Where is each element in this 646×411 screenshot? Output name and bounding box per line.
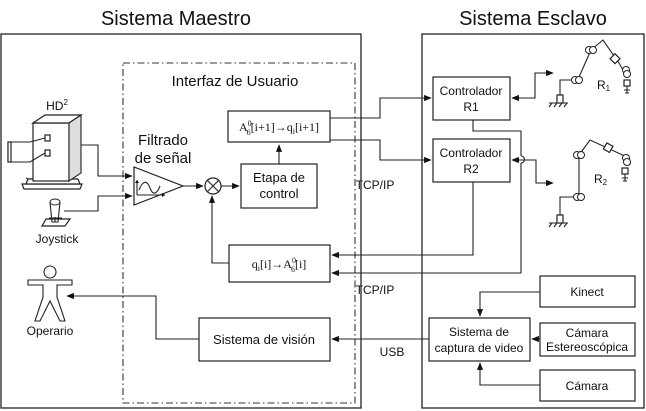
stereo-camera-line1: Cámara xyxy=(566,326,609,340)
video-capture-block xyxy=(428,317,531,362)
kinect-to-capture-arrow xyxy=(476,291,540,317)
filter-label-line1: Filtrado xyxy=(138,132,188,149)
controller-r1-line2: R1 xyxy=(463,100,479,114)
haptic-to-filter-arrow xyxy=(81,144,133,180)
inverse-kinematics-block xyxy=(227,110,331,143)
summing-junction xyxy=(204,177,222,195)
joystick-icon xyxy=(40,198,72,227)
user-interface-title: Interfaz de Usuario xyxy=(172,73,299,90)
signal-filter-block xyxy=(133,166,185,206)
robot-r1-label: R1 xyxy=(597,78,611,93)
controller-r2-line1: Controlador xyxy=(440,146,503,160)
control-stage-line1: Etapa de xyxy=(253,170,305,185)
control-stage-line2: control xyxy=(259,186,298,201)
haptic-device-icon xyxy=(7,113,83,190)
vision-system-block xyxy=(198,317,331,362)
robot-r2-label: R2 xyxy=(594,172,608,187)
robot-r1-icon xyxy=(548,39,631,108)
video-capture-line1: Sistema de xyxy=(449,325,509,339)
master-system-frame xyxy=(0,33,362,409)
controller-r2-to-fk-arrow xyxy=(331,182,474,259)
ik-to-controller-r2-arrow xyxy=(330,139,432,164)
tcp-ip-label-top: TCP/IP xyxy=(356,178,395,192)
filter-label-line2: de señal xyxy=(135,150,192,167)
controller-r1-line1: Controlador xyxy=(440,84,503,98)
haptic-device-label: HD2 xyxy=(46,98,68,113)
video-capture-line2: captura de video xyxy=(435,341,524,355)
kinect-label: Kinect xyxy=(570,285,604,299)
stereo-camera-line2: Estereoscópica xyxy=(546,340,628,354)
controller-r2-robot2-link xyxy=(511,156,554,187)
ik-to-controller-r1-arrow xyxy=(330,94,432,119)
user-interface-frame xyxy=(122,62,356,404)
camera-block xyxy=(539,369,636,402)
usb-label: USB xyxy=(380,345,405,359)
controller-r1-to-fk-line xyxy=(332,120,522,274)
master-system-title: Sistema Maestro xyxy=(101,8,251,30)
controller-r1-robot1-link xyxy=(511,69,554,102)
tcp-ip-label-bottom: TCP/IP xyxy=(356,283,395,297)
controller-r1-block xyxy=(432,76,511,121)
camera-label: Cámara xyxy=(566,379,609,393)
joystick-to-filter-arrow xyxy=(64,192,133,212)
slave-system-frame xyxy=(421,33,645,409)
controller-r2-block xyxy=(432,138,511,183)
slave-system-title: Sistema Esclavo xyxy=(459,8,607,30)
robot-r2-icon xyxy=(548,139,631,228)
joystick-label: Joystick xyxy=(36,232,80,246)
camera-to-capture-arrow xyxy=(476,362,540,386)
kinect-block xyxy=(539,275,636,308)
vision-system-label: Sistema de visión xyxy=(213,332,315,347)
fk-to-sum-feedback-arrow xyxy=(208,195,229,264)
stereo-camera-block xyxy=(539,322,636,357)
controller-r2-line2: R2 xyxy=(463,162,479,176)
operator-icon xyxy=(27,265,73,322)
vision-to-operator-arrow xyxy=(66,292,199,340)
operator-label: Operario xyxy=(27,324,74,338)
